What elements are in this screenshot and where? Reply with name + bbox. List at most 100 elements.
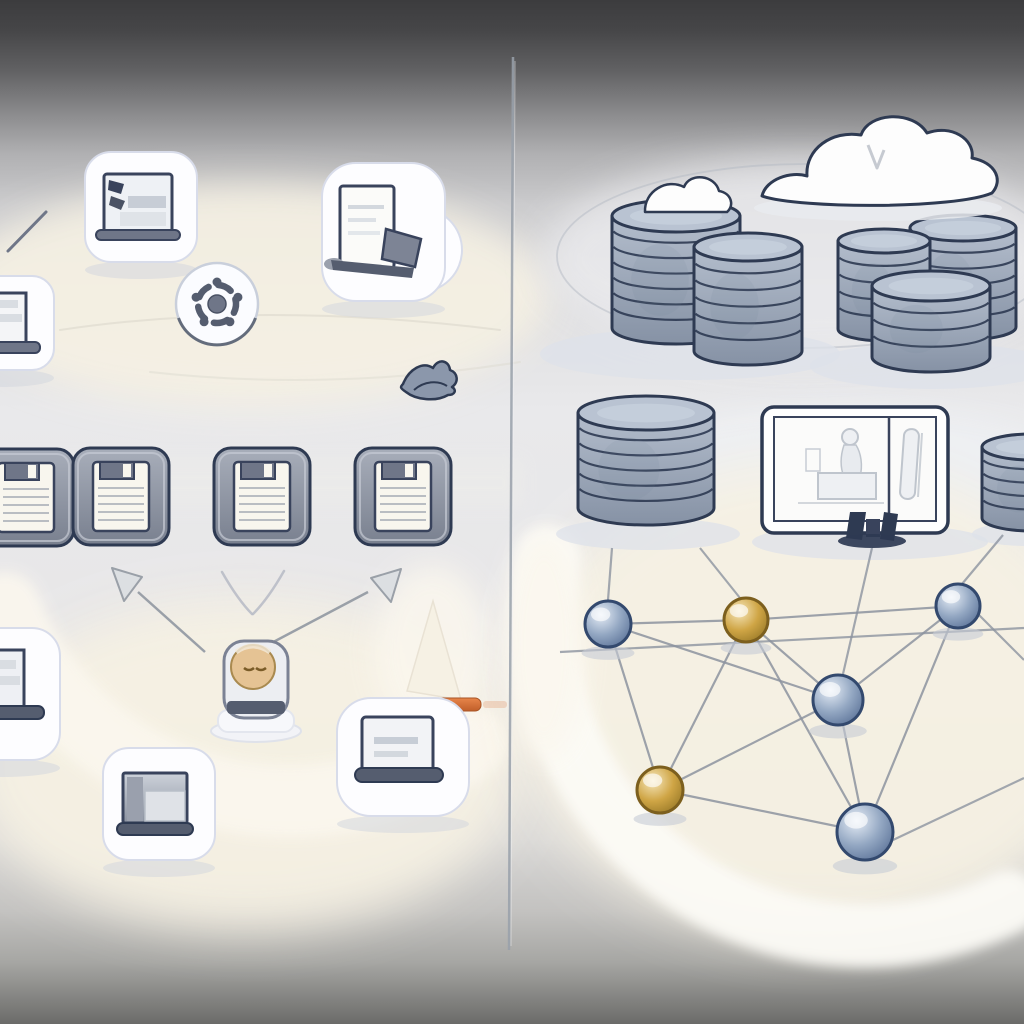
laptop-base (354, 767, 444, 783)
cylinder-smudge (598, 437, 660, 501)
network-stub-line (841, 547, 874, 675)
cylinder-band (694, 296, 802, 308)
cylinder-smudge (631, 244, 689, 316)
node-shadow (581, 646, 635, 660)
v-curve-left (220, 570, 254, 616)
screen-content-bar (128, 196, 166, 208)
laptop-card-bottom-center (102, 747, 216, 877)
laptop-base (0, 705, 45, 720)
cylinder-smudge (710, 272, 759, 340)
monitor-display (760, 405, 950, 548)
sketch-lamp (805, 448, 821, 472)
network-edge (745, 604, 959, 622)
floppy-bevel (0, 453, 70, 542)
node-highlight (590, 607, 611, 622)
card-shadow (85, 261, 197, 279)
gold-network-node (635, 765, 685, 815)
left-panel-local-devices (0, 151, 521, 877)
laptop-base (95, 229, 181, 241)
db-stack-mid-row (576, 394, 716, 527)
sketch-counter (817, 472, 877, 500)
user-figure (210, 639, 302, 743)
cylinder-band (872, 318, 990, 332)
shutter-notch (264, 464, 272, 477)
cylinder-top-highlight (888, 277, 974, 295)
cylinder-smudge (997, 465, 1024, 513)
sketch-diagonal-line (6, 210, 48, 253)
v-curve-right (251, 569, 286, 616)
screen-content-bar (0, 676, 20, 685)
arrow-shaft (137, 591, 206, 653)
floppy-bevel (77, 452, 165, 541)
badge-rim (177, 317, 257, 347)
right-panel-cloud-network (540, 115, 1024, 875)
cylinder-top-highlight (850, 234, 918, 248)
node-shadow (809, 723, 867, 739)
cylinder-band (578, 488, 714, 503)
shutter-notch (28, 465, 36, 478)
node-shadow (932, 627, 984, 641)
cylinder-band (838, 256, 930, 267)
panel-divider-line (507, 56, 515, 951)
shutter-notch (123, 464, 131, 477)
cylinder-top-highlight (924, 220, 1002, 236)
floppy-disk-2 (71, 446, 171, 547)
node-highlight (844, 811, 868, 829)
network-edge (659, 788, 866, 834)
floppy-disk-3 (212, 446, 312, 547)
community-gear-badge (174, 261, 260, 347)
cylinder-band (982, 499, 1024, 511)
laptop-card-bottom-left-edge (0, 627, 61, 777)
db-stack-front-left (692, 231, 804, 367)
arrow-up-right (261, 568, 402, 650)
document-line (348, 205, 384, 209)
network-stub-line (978, 614, 1024, 661)
bird-wing (413, 381, 448, 391)
sketch-pillar-line (917, 432, 923, 498)
db-stack-right-edge (980, 432, 1024, 533)
document-line (348, 218, 376, 222)
cylinder-band (578, 427, 714, 442)
blue-network-node (811, 673, 865, 727)
cloud (754, 115, 1002, 221)
network-edge (745, 619, 866, 833)
cylinder-band (982, 486, 1024, 497)
card-shadow (322, 300, 445, 318)
dark-wedge (380, 227, 423, 269)
card-shadow (103, 859, 215, 877)
floppy-bevel (359, 452, 447, 541)
screen-content-bar (374, 751, 408, 757)
network-edge (659, 699, 839, 791)
cylinder-band (982, 472, 1024, 484)
person-band (227, 701, 285, 714)
screen-content-bar (120, 212, 166, 226)
cylinder-band (694, 262, 802, 275)
gear-tooth (212, 277, 222, 287)
floppy-disk-1 (0, 447, 76, 548)
node-shadow (633, 812, 687, 826)
panel-divider-highlight (510, 60, 516, 947)
contour-line-lower (149, 361, 521, 381)
card-shadow (337, 815, 469, 833)
card-shadow (0, 369, 54, 387)
stand-foot (846, 512, 866, 540)
shutter-notch (405, 464, 413, 477)
node-highlight (819, 682, 841, 697)
stand-puddle (838, 534, 906, 548)
screen-window (144, 790, 186, 822)
laptop-base (0, 341, 41, 354)
arrow-head (111, 567, 143, 602)
bird-doodle (399, 360, 458, 401)
network-stub-line (961, 534, 1004, 585)
cylinder-band (694, 279, 802, 292)
node-network (559, 534, 1024, 875)
laptop-card-top-left (84, 151, 198, 279)
document-line (348, 231, 380, 235)
stand-foot (880, 512, 898, 541)
network-edge (607, 622, 839, 702)
screen-content-bar (0, 660, 16, 669)
screen-content-bar (0, 300, 18, 308)
db-stack-front-right (870, 269, 992, 374)
arrow-shaft (261, 590, 369, 650)
